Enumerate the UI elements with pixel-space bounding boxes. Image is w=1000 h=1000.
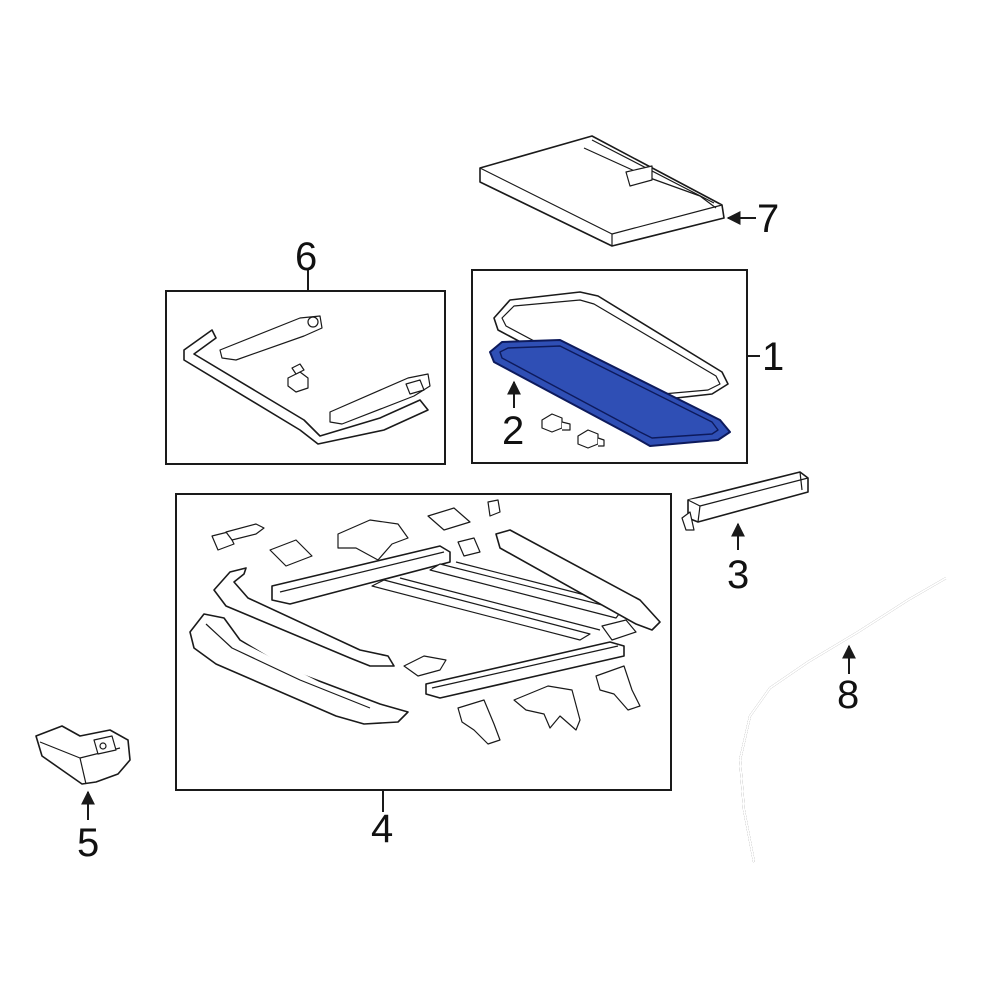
callout-2: 2	[502, 409, 524, 453]
part-1-bolt-a[interactable]	[541, 413, 571, 433]
callout-4: 4	[371, 807, 393, 851]
callout-5: 5	[77, 821, 99, 865]
part-4-frame[interactable]	[189, 499, 661, 745]
box-1	[471, 269, 748, 464]
callout-3: 3	[727, 553, 749, 597]
part-5-motor[interactable]	[35, 725, 131, 785]
box-6	[165, 290, 446, 465]
part-2-glass-seal[interactable]	[489, 339, 731, 447]
part-6-deflector[interactable]	[183, 315, 431, 445]
callout-8: 8	[837, 673, 859, 717]
part-8-drain-hose[interactable]	[738, 577, 962, 863]
callout-7: 7	[757, 197, 779, 241]
callout-6: 6	[295, 235, 317, 279]
part-3-cover[interactable]	[681, 471, 809, 531]
part-7-sunshade[interactable]	[479, 135, 725, 247]
part-6-clip[interactable]	[287, 363, 309, 393]
part-1-bolt-b[interactable]	[577, 429, 605, 449]
callout-1: 1	[762, 335, 784, 379]
box-4	[175, 493, 672, 791]
